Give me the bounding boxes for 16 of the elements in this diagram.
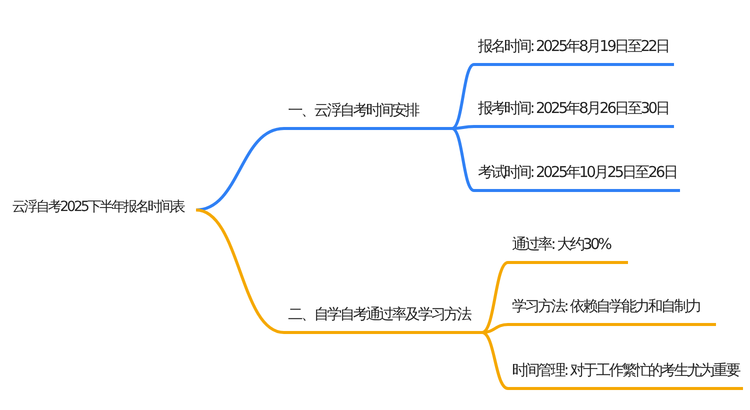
topic-label: 时间管理: 对于工作繁忙的考生尤为重要 (508, 359, 743, 390)
branch-line (482, 323, 508, 334)
topic-label: 考试时间: 2025年10月25日至26日 (474, 161, 680, 192)
topic-label: 报考时间: 2025年8月26日至30日 (474, 97, 674, 128)
topic-label: 一、云浮自考时间安排 (284, 99, 452, 130)
topic-label: 报名时间: 2025年8月19日至22日 (474, 35, 674, 66)
root-topic: 云浮自考2025下半年报名时间表 (8, 196, 196, 224)
topic-label: 二、自学自考通过率及学习方法 (284, 303, 482, 334)
branch-line (481, 331, 509, 390)
branch-line (481, 261, 509, 334)
branch-line (452, 125, 474, 130)
topic-label: 通过率: 大约30% (508, 233, 628, 264)
branch-line (451, 127, 475, 192)
branch-line (196, 208, 284, 334)
topic-label: 学习方法: 依赖自学能力和自制力 (508, 295, 716, 326)
branch-line (451, 63, 475, 130)
